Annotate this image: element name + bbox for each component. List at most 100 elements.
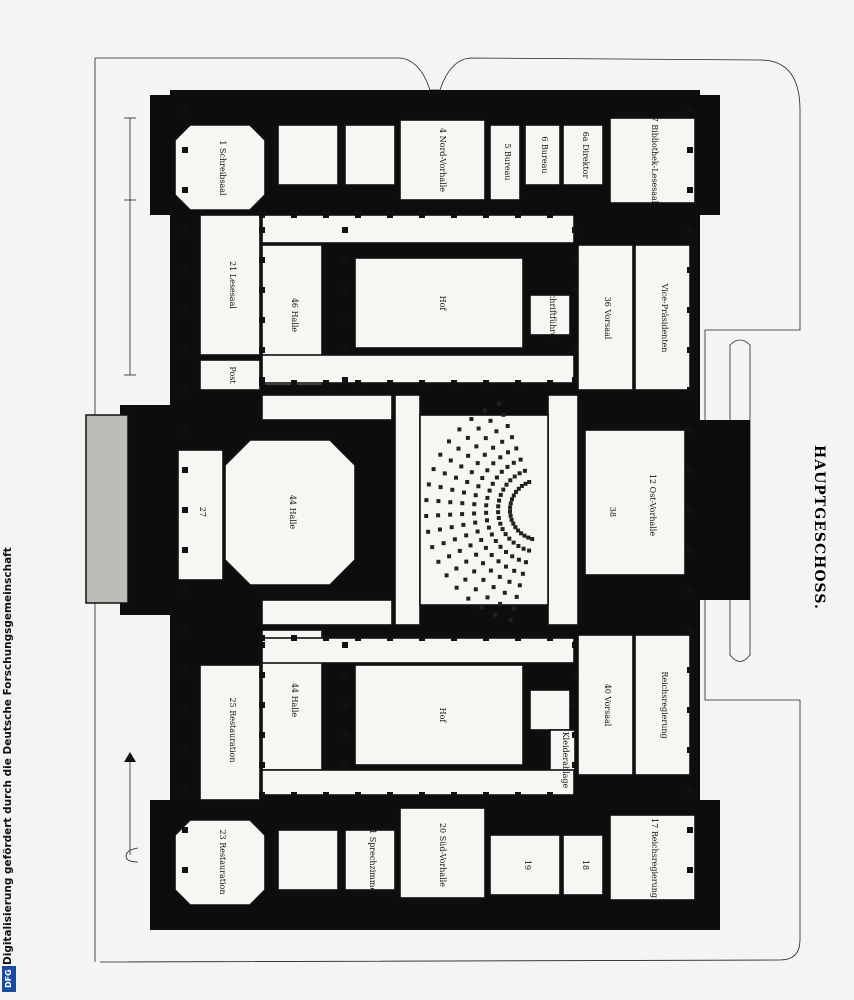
column bbox=[182, 827, 188, 833]
seat bbox=[460, 512, 465, 517]
room-label-r50: Schriftführer bbox=[548, 288, 557, 341]
column bbox=[572, 377, 578, 383]
seat bbox=[436, 559, 441, 564]
column bbox=[687, 547, 693, 553]
room-label-r20: 20 Süd-Vorhalle bbox=[438, 823, 447, 887]
column bbox=[259, 380, 265, 386]
seat bbox=[456, 446, 461, 451]
column bbox=[687, 667, 693, 673]
seat bbox=[485, 518, 489, 523]
column bbox=[483, 380, 489, 386]
column bbox=[387, 212, 393, 218]
column bbox=[355, 380, 361, 386]
column bbox=[687, 507, 693, 513]
room-label-r21a: 21 Sprechzimmer bbox=[368, 824, 377, 896]
column bbox=[259, 635, 265, 641]
room-label-r44s: 44 Halle bbox=[290, 683, 299, 718]
column bbox=[259, 792, 265, 798]
seat bbox=[482, 452, 487, 457]
column bbox=[342, 347, 348, 353]
column bbox=[259, 702, 265, 708]
column bbox=[342, 672, 348, 678]
seat bbox=[508, 505, 513, 510]
seat bbox=[454, 475, 458, 480]
column bbox=[182, 627, 188, 633]
column bbox=[291, 212, 297, 218]
room-label-r19: 19 bbox=[523, 860, 532, 870]
seat bbox=[472, 511, 477, 516]
seat bbox=[482, 408, 487, 413]
column bbox=[687, 147, 693, 153]
seat bbox=[494, 475, 499, 480]
column bbox=[687, 627, 693, 633]
column bbox=[451, 212, 457, 218]
column bbox=[515, 635, 521, 641]
seat bbox=[483, 545, 488, 550]
seat bbox=[474, 552, 479, 557]
column bbox=[291, 792, 297, 798]
seat bbox=[508, 618, 513, 623]
seat bbox=[472, 502, 477, 507]
seat bbox=[514, 594, 519, 599]
seat bbox=[512, 568, 517, 573]
seat bbox=[516, 557, 521, 562]
seat bbox=[448, 458, 453, 463]
room-label-r27: 27 bbox=[198, 507, 207, 517]
column bbox=[259, 287, 265, 293]
seat bbox=[498, 455, 503, 460]
seat bbox=[469, 470, 474, 475]
seat bbox=[488, 568, 493, 573]
seat bbox=[523, 481, 528, 486]
column bbox=[182, 307, 188, 313]
room-label-r40: 40 Vorsaal bbox=[603, 684, 612, 727]
column bbox=[572, 642, 578, 648]
column bbox=[259, 317, 265, 323]
seat bbox=[424, 514, 429, 518]
seat bbox=[452, 537, 457, 542]
column bbox=[182, 547, 188, 553]
room-label-r21: 21 Lesesaal bbox=[228, 261, 237, 309]
seat bbox=[517, 583, 522, 588]
seat bbox=[491, 461, 496, 466]
column bbox=[259, 642, 265, 648]
column bbox=[547, 380, 553, 386]
seat bbox=[522, 533, 527, 538]
seat bbox=[488, 418, 493, 423]
column bbox=[387, 380, 393, 386]
seat bbox=[511, 606, 516, 611]
room-label-r6a: 6a Direktor bbox=[581, 132, 590, 179]
room-label-r44: 44 Halle bbox=[288, 495, 297, 530]
seat bbox=[475, 461, 480, 466]
column bbox=[323, 792, 329, 798]
seat bbox=[527, 480, 532, 484]
column bbox=[355, 792, 361, 798]
seat bbox=[505, 464, 510, 469]
column bbox=[355, 635, 361, 641]
seat bbox=[506, 450, 510, 455]
seat bbox=[505, 424, 510, 428]
column bbox=[182, 427, 188, 433]
column bbox=[419, 635, 425, 641]
column bbox=[342, 377, 348, 383]
seat bbox=[497, 574, 502, 579]
seat bbox=[504, 482, 509, 487]
seat bbox=[514, 489, 518, 494]
room-label-r48: Kleiderablage bbox=[561, 732, 570, 789]
room-label-r22: Post bbox=[228, 366, 237, 384]
column bbox=[259, 732, 265, 738]
column bbox=[687, 267, 693, 273]
room-label-r5: 5 Bureau bbox=[503, 143, 512, 180]
room-label-r15: Reichsregierung bbox=[660, 671, 669, 738]
column bbox=[572, 347, 578, 353]
seat bbox=[473, 587, 478, 592]
column bbox=[572, 227, 578, 233]
column bbox=[451, 635, 457, 641]
seat bbox=[500, 527, 505, 532]
seat bbox=[436, 513, 441, 518]
scale-bar bbox=[124, 117, 136, 376]
seat bbox=[437, 527, 442, 532]
column bbox=[259, 672, 265, 678]
room-label-r6: 6 Bureau bbox=[540, 136, 549, 173]
seat bbox=[476, 426, 481, 431]
seat bbox=[509, 517, 514, 522]
